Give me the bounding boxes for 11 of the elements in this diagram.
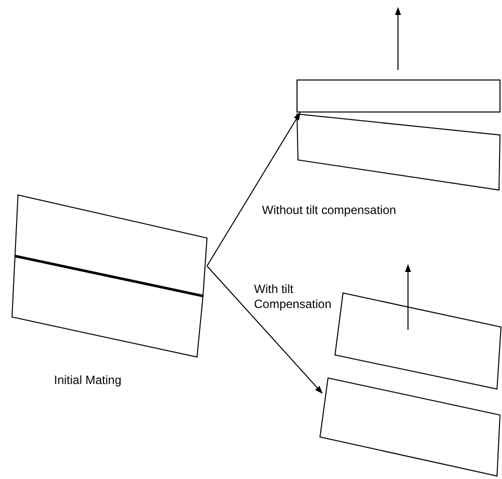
arrow bbox=[206, 112, 301, 266]
block-outline bbox=[296, 113, 500, 191]
block-outline bbox=[319, 377, 501, 477]
block-outline bbox=[334, 292, 502, 390]
edge-label: Without tilt compensation bbox=[262, 203, 396, 218]
edge-label: With tilt Compensation bbox=[254, 282, 332, 312]
block-outline bbox=[14, 194, 208, 297]
block-outline bbox=[11, 255, 204, 358]
block-outline bbox=[296, 80, 500, 112]
arrow bbox=[206, 266, 323, 394]
caption-label: Initial Mating bbox=[54, 373, 122, 388]
